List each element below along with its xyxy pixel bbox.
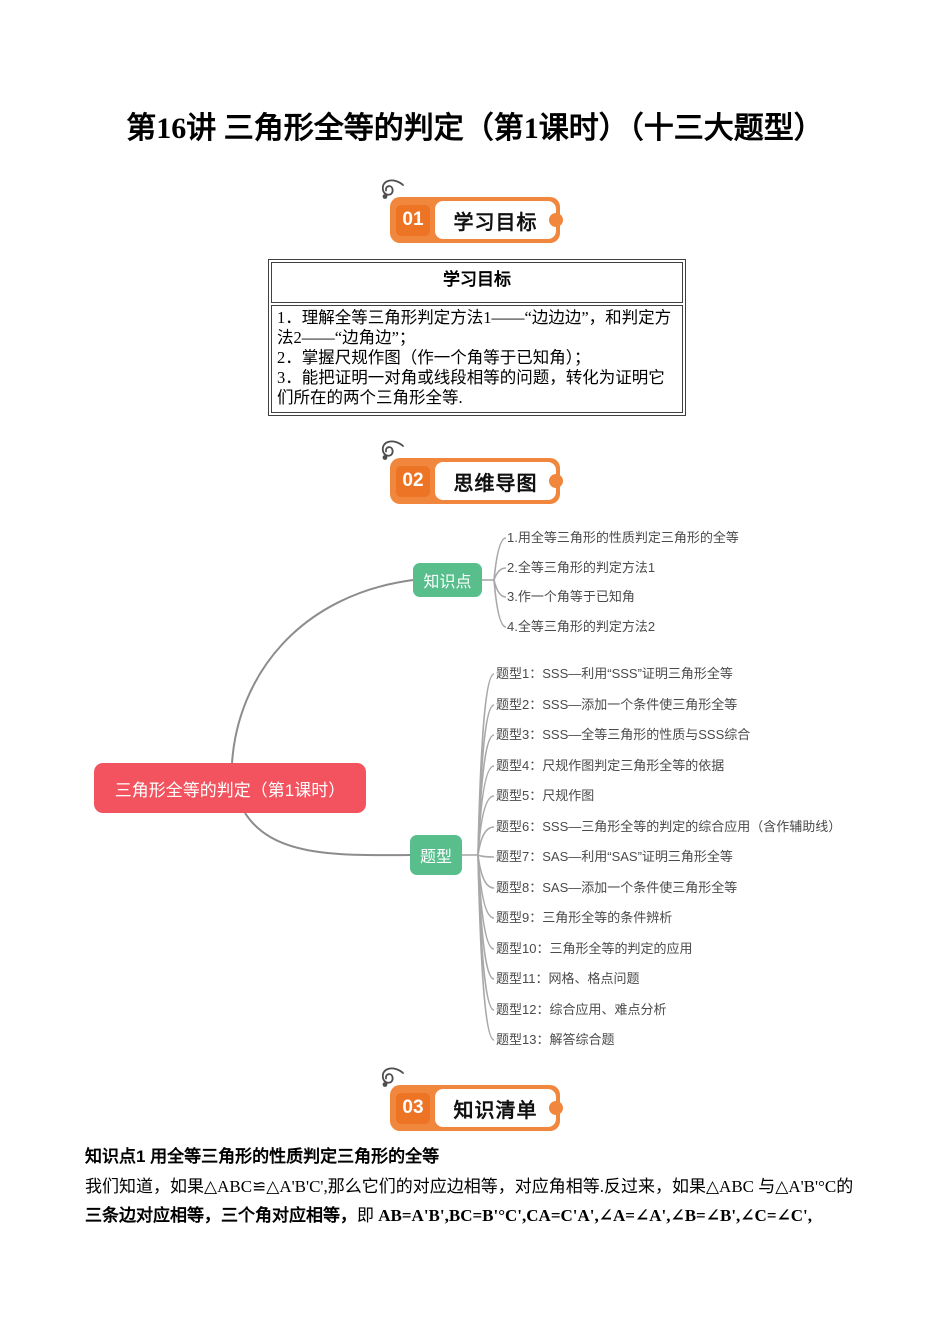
knowledge-section: 知识点1 用全等三角形的性质判定三角形的全等 我们知道，如果△ABC≌△A'B'… — [85, 1142, 895, 1230]
connector-hook — [477, 795, 495, 856]
mindmap-item: 题型5：尺规作图 — [496, 788, 595, 803]
ticket-notch — [549, 1101, 563, 1115]
spiral-clip-icon — [382, 1067, 404, 1087]
mindmap-connectors — [231, 537, 507, 1041]
knowledge-paragraph-line1: 我们知道，如果△ABC≌△A'B'C',那么它们的对应边相等，对应角相等.反过来… — [85, 1172, 895, 1201]
table-header-cell: 学习目标 — [271, 262, 683, 303]
ticket-notch — [549, 213, 563, 227]
mindmap-item: 题型6：SSS—三角形全等的判定的综合应用（含作辅助线） — [496, 819, 842, 834]
connector-hook — [493, 567, 507, 581]
learning-goals-table: 学习目标 1．理解全等三角形判定方法1——“边边边”，和判定方法2——“边角边”… — [268, 259, 686, 416]
connector-hook — [493, 537, 507, 581]
badge-label: 学习目标 — [435, 201, 563, 239]
mindmap-branch-knowledge-points: 知识点 — [413, 563, 482, 597]
goal-item: 1．理解全等三角形判定方法1——“边边边”，和判定方法2——“边角边”； — [277, 308, 672, 347]
mindmap-item: 4.全等三角形的判定方法2 — [507, 619, 656, 634]
mindmap-item: 题型2：SSS—添加一个条件使三角形全等 — [496, 697, 738, 712]
mindmap-branch-problem-types: 题型 — [410, 835, 462, 875]
spiral-clip-icon — [382, 440, 404, 460]
mindmap-root-node: 三角形全等的判定（第1课时） — [94, 763, 366, 813]
mindmap: 三角形全等的判定（第1课时） 知识点 题型 1.用全等三角形的性质判定三角形的全… — [0, 510, 950, 1070]
connector-hook — [477, 734, 495, 856]
connector-hook — [477, 854, 495, 1041]
section-badge-1: 01 学习目标 — [382, 179, 563, 243]
badge-label-text: 思维导图 — [453, 472, 538, 495]
mindmap-item: 题型8：SAS—添加一个条件使三角形全等 — [496, 880, 738, 895]
ticket-notch — [549, 474, 563, 488]
section-badge-3: 03 知识清单 — [382, 1067, 563, 1131]
goal-item: 2．掌握尺规作图（作一个角等于已知角）； — [277, 348, 591, 367]
mindmap-item: 题型12：综合应用、难点分析 — [496, 1002, 667, 1017]
paragraph-text: 我们知道，如果△ABC≌△A'B'C',那么它们的对应边相等，对应角相等.反过来… — [85, 1177, 854, 1196]
table-header-row: 学习目标 — [271, 262, 683, 303]
mindmap-item: 1.用全等三角形的性质判定三角形的全等 — [507, 530, 739, 545]
connector-root-knowledge — [231, 579, 414, 764]
mindmap-item: 题型4：尺规作图判定三角形全等的依据 — [496, 758, 725, 773]
mindmap-item: 3.作一个角等于已知角 — [507, 589, 635, 604]
badge-label-text: 知识清单 — [453, 1099, 538, 1122]
badge-label: 思维导图 — [435, 462, 563, 500]
badge-pill: 02 思维导图 — [390, 458, 563, 504]
mindmap-item: 题型9：三角形全等的条件辨析 — [496, 910, 673, 925]
badge-label: 知识清单 — [435, 1089, 563, 1127]
paragraph-text: 即 — [357, 1206, 379, 1225]
paragraph-bold-text: 三条边对应相等，三个角对应相等， — [85, 1206, 357, 1225]
table-body-row: 1．理解全等三角形判定方法1——“边边边”，和判定方法2——“边角边”； 2．掌… — [271, 305, 683, 413]
mindmap-item: 题型10：三角形全等的判定的应用 — [496, 941, 693, 956]
connector-hook — [477, 826, 495, 856]
connector-hook — [477, 854, 495, 858]
connector-hook — [493, 579, 507, 628]
badge-label-text: 学习目标 — [453, 211, 538, 234]
knowledge-point-heading: 知识点1 用全等三角形的性质判定三角形的全等 — [85, 1147, 440, 1166]
spiral-clip-icon — [382, 179, 404, 199]
mindmap-item: 题型3：SSS—全等三角形的性质与SSS综合 — [496, 727, 751, 742]
badge-number: 01 — [396, 204, 430, 236]
section-badge-2: 02 思维导图 — [382, 440, 563, 504]
mindmap-item: 题型7：SAS—利用“SAS”证明三角形全等 — [496, 849, 733, 864]
congruence-formula: AB=A'B',BC=B'°C',CA=C'A',∠A=∠A',∠B=∠B',∠… — [378, 1206, 812, 1225]
table-body-cell: 1．理解全等三角形判定方法1——“边边边”，和判定方法2——“边角边”； 2．掌… — [271, 305, 683, 413]
badge-number: 02 — [396, 465, 430, 497]
connector-root-topics — [244, 812, 411, 857]
badge-number: 03 — [396, 1092, 430, 1124]
mindmap-item: 题型11：网格、格点问题 — [496, 971, 640, 986]
badge-pill: 01 学习目标 — [390, 197, 563, 243]
mindmap-item: 题型13：解答综合题 — [496, 1032, 615, 1047]
mindmap-item: 2.全等三角形的判定方法1 — [507, 560, 656, 575]
goal-item: 3．能把证明一对角或线段相等的问题，转化为证明它们所在的两个三角形全等. — [277, 368, 665, 407]
knowledge-paragraph-line2: 三条边对应相等，三个角对应相等，即 AB=A'B',BC=B'°C',CA=C'… — [85, 1201, 895, 1230]
page-title: 第16讲 三角形全等的判定（第1课时）（十三大题型） — [126, 112, 824, 145]
badge-pill: 03 知识清单 — [390, 1085, 563, 1131]
mindmap-item: 题型1：SSS—利用“SSS”证明三角形全等 — [496, 666, 733, 681]
